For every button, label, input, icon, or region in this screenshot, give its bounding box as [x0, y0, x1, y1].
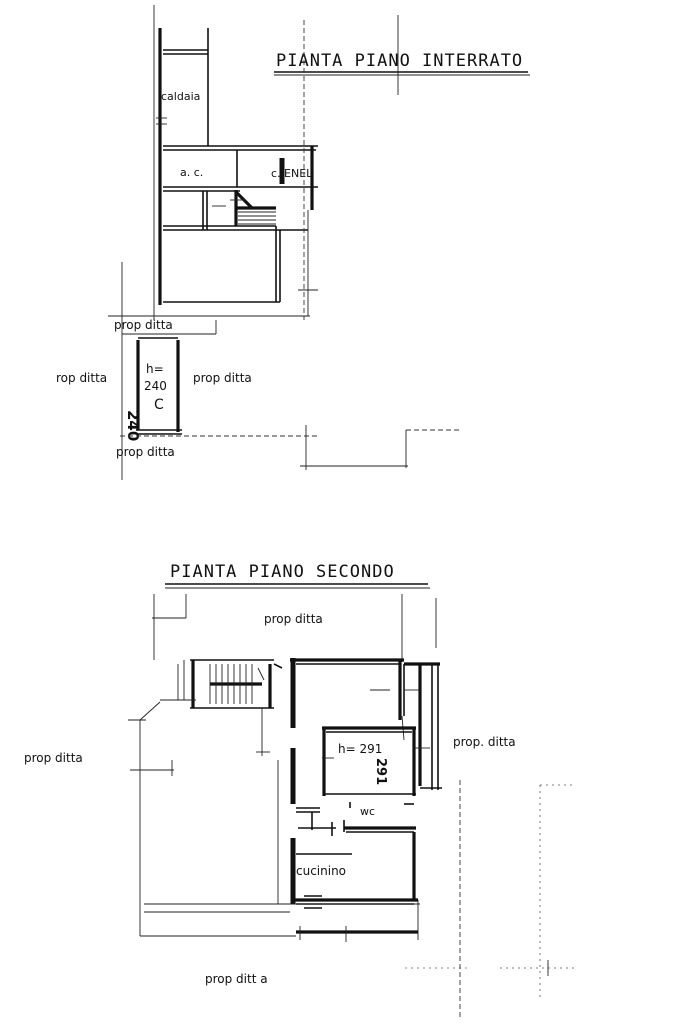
basement-title: PIANTA PIANO INTERRATO [276, 51, 523, 71]
basement-room-ac: a. c. [180, 166, 203, 179]
basement-stairs [212, 190, 276, 226]
second-floor-plan: PIANTA PIANO SECONDO prop ditta [24, 562, 576, 1020]
sf-height-label: h= 291 [338, 742, 382, 756]
basement-neighbour-top: prop ditta [114, 318, 173, 332]
basement-dimension-240: 240 [124, 410, 142, 441]
sf-neighbour-top: prop ditta [264, 612, 323, 626]
sf-room-kitchenette: cucinino [296, 864, 346, 878]
sf-neighbour-bottom: prop ditt a [205, 972, 268, 986]
basement-plan: PIANTA PIANO INTERRATO caldaia a. c. c. … [56, 5, 530, 480]
basement-neighbour-left: rop ditta [56, 371, 107, 385]
cellar-height-value: 240 [144, 379, 167, 393]
basement-room-enel: c. ENEL [271, 167, 313, 180]
sf-neighbour-right: prop. ditta [453, 735, 516, 749]
cellar-letter: C [154, 397, 164, 413]
sf-neighbour-left: prop ditta [24, 751, 83, 765]
sf-room-wc: wc [360, 805, 375, 818]
second-floor-title: PIANTA PIANO SECONDO [170, 562, 395, 582]
cellar-height-label: h= [146, 362, 164, 376]
stair-door-swing [273, 663, 283, 669]
basement-room-boiler: caldaia [161, 90, 200, 103]
sf-landing-diagonal [139, 701, 161, 721]
basement-neighbour-bottom: prop ditta [116, 445, 175, 459]
sf-dimension-291: 291 [373, 758, 388, 785]
stair-arrow [257, 667, 265, 681]
basement-neighbour-right: prop ditta [193, 371, 252, 385]
sf-stairs [190, 659, 283, 709]
